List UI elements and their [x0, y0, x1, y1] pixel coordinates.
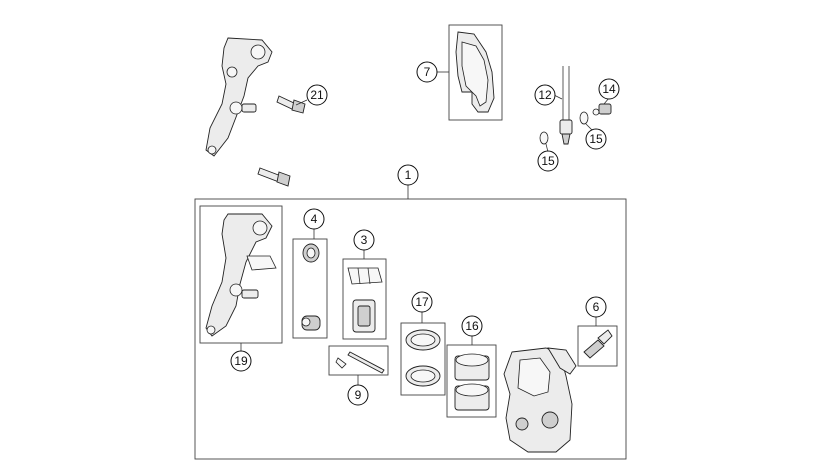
plug-4	[301, 315, 321, 331]
washer-15-left	[539, 131, 549, 145]
parts-box-6	[577, 325, 618, 367]
callout-1-label: 1	[405, 168, 412, 182]
piston-seals-17	[405, 329, 441, 387]
callout-15-left-label: 15	[541, 154, 555, 168]
callout-4: 4	[303, 208, 325, 230]
bolt-21	[276, 95, 306, 114]
bolt-lower	[257, 167, 291, 187]
callout-4-label: 4	[311, 212, 318, 226]
callout-9: 9	[347, 384, 369, 406]
parts-box-17	[400, 322, 446, 396]
callout-3-label: 3	[361, 233, 368, 247]
callout-12-label: 12	[538, 88, 552, 102]
callout-15-right: 15	[585, 128, 607, 150]
callout-16: 16	[461, 315, 483, 337]
bracket-19	[205, 213, 277, 337]
callout-17-label: 17	[415, 295, 429, 309]
callout-14-label: 14	[602, 82, 616, 96]
parts-box-9	[328, 345, 389, 376]
callout-6-label: 6	[593, 300, 600, 314]
callout-14: 14	[598, 78, 620, 100]
callout-15-right-label: 15	[589, 132, 603, 146]
pin-9	[335, 351, 385, 374]
brake-pad	[455, 31, 495, 113]
callout-15-left: 15	[537, 150, 559, 172]
brake-hose-fitting	[559, 66, 573, 145]
callout-7: 7	[416, 61, 438, 83]
callout-16-label: 16	[465, 319, 479, 333]
bracket-upper	[205, 37, 273, 157]
pistons-16	[454, 353, 490, 411]
bleeder-screw	[592, 103, 612, 116]
seal-ring-4	[302, 243, 320, 263]
callout-17: 17	[411, 291, 433, 313]
callout-21: 21	[306, 84, 328, 106]
parts-box-3	[342, 258, 387, 340]
bleeder-valve-6	[583, 329, 613, 359]
caliper-body	[503, 347, 577, 453]
callout-12: 12	[534, 84, 556, 106]
pad-spring-3	[347, 267, 383, 333]
callout-3: 3	[353, 229, 375, 251]
leader-lines	[240, 71, 610, 385]
callout-9-label: 9	[355, 388, 362, 402]
callout-19: 19	[230, 350, 252, 372]
callout-19-label: 19	[234, 354, 248, 368]
parts-box-4	[292, 238, 328, 339]
callout-1: 1	[397, 164, 419, 186]
callout-7-label: 7	[424, 65, 431, 79]
callout-21-label: 21	[310, 88, 324, 102]
parts-box-16	[446, 344, 497, 418]
brake-pad-box	[448, 24, 503, 121]
callout-6: 6	[585, 296, 607, 318]
caliper-assembly-frame	[194, 198, 627, 460]
washer-15-right	[579, 111, 589, 125]
